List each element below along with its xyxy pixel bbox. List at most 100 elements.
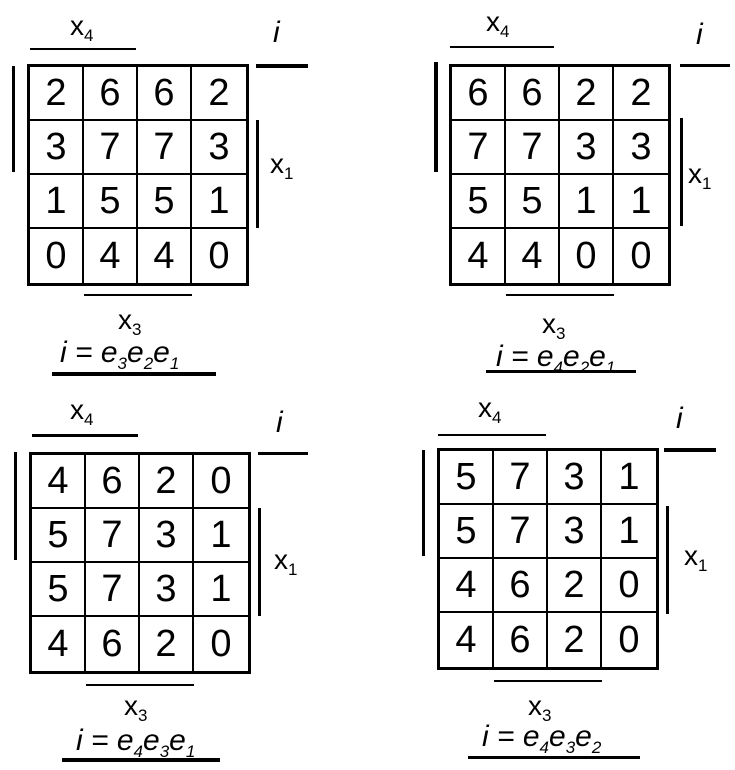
kmap-cell: 5 <box>32 509 86 563</box>
formula-lhs: i = <box>76 724 117 757</box>
x3-bracket <box>506 294 614 296</box>
kmap-cell: 3 <box>140 563 194 617</box>
x3-bracket <box>494 680 602 682</box>
kmap-cell: 4 <box>32 455 86 509</box>
x4-label: x4 <box>478 392 502 427</box>
kmap-cell: 5 <box>440 451 494 505</box>
kmap-cell: 0 <box>210 623 232 665</box>
x2-bracket <box>14 452 17 560</box>
kmap-cell: 6 <box>84 67 138 121</box>
kmap-cell: 0 <box>618 619 640 661</box>
formula: i = e3e2e1 <box>60 336 179 373</box>
formula-term: e <box>153 336 170 369</box>
x3-bracket <box>84 294 192 296</box>
formula-term: e <box>116 724 134 757</box>
kmap-cell: 6 <box>138 67 192 121</box>
formula-term: e <box>536 340 554 373</box>
x1-bracket <box>258 508 261 616</box>
kmap-cell: 4 <box>506 229 560 283</box>
formula-underline <box>52 372 216 376</box>
kmap-cell: 7 <box>86 563 140 617</box>
kmap-cell: 3 <box>560 121 614 175</box>
kmap-cell: 2 <box>560 67 614 121</box>
formula-subscript: 4 <box>133 742 144 761</box>
kmap-cell: 6 <box>86 617 140 671</box>
kmap-cell: 5 <box>440 505 494 559</box>
kmap-cell: 4 <box>32 617 86 671</box>
kmap-cell: 1 <box>194 509 248 563</box>
formula-term: e <box>563 340 580 373</box>
kmap-cell: 0 <box>208 235 230 277</box>
kmap-cell: 4 <box>440 613 494 667</box>
kmap-cell: 7 <box>494 451 548 505</box>
kmap-cell: 0 <box>602 559 656 613</box>
x4-label: x4 <box>70 394 94 429</box>
formula: i = e4e3e2 <box>482 720 601 757</box>
formula-subscript: 4 <box>539 738 550 757</box>
kmap-cell: 3 <box>192 121 246 175</box>
kmap-cell: 3 <box>548 505 602 559</box>
x1-bracket <box>680 118 683 226</box>
kmap-cell: 0 <box>630 235 652 277</box>
i-label: i <box>273 16 280 49</box>
kmap-cell: 6 <box>452 67 506 121</box>
kmap-cell: 6 <box>86 455 140 509</box>
kmap-cell: 1 <box>30 175 84 229</box>
x4-bracket <box>438 434 546 436</box>
x4-bracket <box>32 434 138 437</box>
kmap-cell: 6 <box>506 67 560 121</box>
kmap-cell: 0 <box>194 455 248 509</box>
formula-underline <box>62 758 220 762</box>
i-bracket <box>256 64 308 68</box>
formula-underline <box>486 370 636 373</box>
formula-underline <box>468 756 640 759</box>
x2-bracket <box>422 450 425 556</box>
x4-bracket <box>450 46 554 48</box>
kmap-cell: 7 <box>506 121 560 175</box>
kmap-cell: 2 <box>140 455 194 509</box>
x4-label: x4 <box>70 10 94 45</box>
kmap-cell: 7 <box>494 505 548 559</box>
formula-term: e <box>549 720 566 753</box>
kmap-cell: 6 <box>494 613 548 667</box>
x3-bracket <box>86 684 194 686</box>
formula-term: e <box>169 724 186 757</box>
kmap-cell: 1 <box>602 505 656 559</box>
x3-label: x3 <box>118 304 142 339</box>
kmap-cell: 3 <box>614 121 668 175</box>
formula-lhs: i = <box>482 720 523 753</box>
x4-label: x4 <box>486 6 510 41</box>
formula-subscript: 1 <box>185 742 196 761</box>
formula-lhs: i = <box>60 336 101 369</box>
formula-lhs: i = <box>496 340 537 373</box>
x3-label: x3 <box>542 308 566 343</box>
x2-bracket <box>434 62 438 172</box>
formula-subscript: 3 <box>117 354 128 373</box>
kmap-cell: 3 <box>30 121 84 175</box>
i-label: i <box>276 406 283 439</box>
kmap-cell: 2 <box>30 67 84 121</box>
kmap-cell: 7 <box>86 509 140 563</box>
formula-subscript: 4 <box>553 358 564 377</box>
x1-bracket <box>666 506 669 614</box>
x1-label: x1 <box>688 158 712 193</box>
kmap-cell: 3 <box>140 509 194 563</box>
x1-label: x1 <box>270 148 294 183</box>
kmap-cell: 2 <box>548 559 602 613</box>
kmap-cell: 2 <box>614 67 668 121</box>
kmap-cell: 2 <box>140 617 194 671</box>
kmap-cell: 1 <box>560 175 614 229</box>
kmap-cell: 7 <box>452 121 506 175</box>
formula-term: e <box>100 336 118 369</box>
x1-label: x1 <box>684 540 708 575</box>
kmap-cell: 1 <box>192 175 246 229</box>
kmap-cell: 7 <box>84 121 138 175</box>
kmap-cell: 4 <box>452 229 506 283</box>
x3-label: x3 <box>124 690 148 725</box>
kmap-cell: 3 <box>548 451 602 505</box>
